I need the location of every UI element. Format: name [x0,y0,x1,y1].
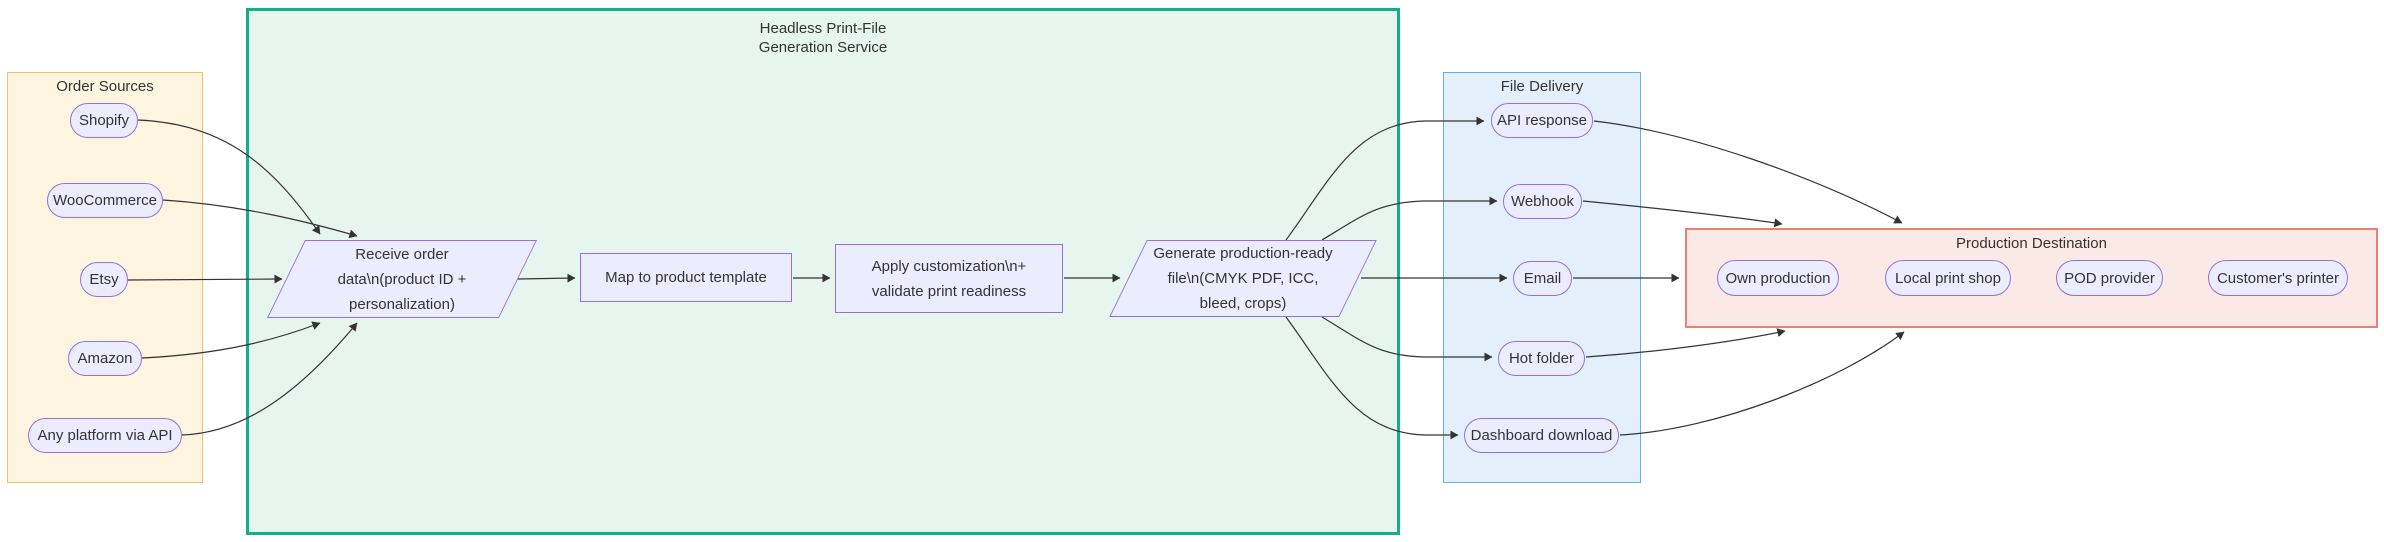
cluster-service-title-line1: Headless Print-File [759,20,887,37]
node-local-print-shop-label: Local print shop [1895,269,2001,287]
generate-line-3: bleed, crops) [1199,295,1287,312]
cluster-file-delivery-title: File Delivery [1500,78,1584,95]
node-amazon-label: Amazon [77,350,133,367]
edge-woocommerce-to-receive [162,199,358,239]
node-woocommerce: WooCommerce [47,183,163,218]
edge-dashboard-to-production [1619,331,1905,436]
node-local-print-shop: Local print shop [1885,260,2011,296]
edge-api-response-to-production [1593,120,1903,224]
edge-amazon-to-receive [141,321,321,359]
edge-generate-to-webhook [1321,196,1498,241]
edge-webhook-to-production [1582,200,1783,228]
node-hot-folder: Hot folder [1498,341,1585,376]
node-api-response: API response [1491,103,1593,138]
edge-anyplatform-to-receive [181,322,358,436]
node-own-production-label: Own production [1725,269,1831,287]
node-email: Email [1513,261,1572,296]
generate-line-1: Generate production-ready [1153,245,1333,262]
cluster-production-destination-title: Production Destination [1956,235,2107,252]
node-pod-provider: POD provider [2056,260,2163,296]
node-pod-provider-label: POD provider [2064,269,2155,287]
edge-etsy-to-receive [127,274,283,284]
node-receive-order-label: Receive order data\n(product ID + person… [286,240,518,318]
node-woocommerce-label: WooCommerce [53,192,157,209]
node-generate-file: Generate production-ready file\n(CMYK PD… [1109,240,1377,317]
node-email-label: Email [1523,270,1562,287]
node-webhook-label: Webhook [1510,193,1575,210]
node-dashboard-download-label: Dashboard download [1470,427,1613,444]
node-receive-order: Receive order data\n(product ID + person… [266,240,538,318]
apply-line-2: validate print readiness [871,282,1027,300]
node-etsy: Etsy [80,262,128,297]
node-hot-folder-label: Hot folder [1508,350,1575,367]
node-shopify-label: Shopify [78,112,130,129]
node-amazon: Amazon [68,341,142,376]
node-api-response-label: API response [1496,112,1588,129]
node-own-production: Own production [1717,260,1839,296]
cluster-service-title-line2: Generation Service [758,39,888,56]
node-map-template-label: Map to product template [605,269,767,286]
node-etsy-label: Etsy [89,271,119,288]
generate-line-2: file\n(CMYK PDF, ICC, [1167,270,1319,287]
receive-line-3: personalization) [349,295,455,313]
edge-generate-to-dashboard [1285,316,1459,440]
node-shopify: Shopify [70,103,138,138]
cluster-service-title: Headless Print-File Generation Service [249,19,1397,57]
apply-line-1: Apply customization\n+ [871,257,1027,275]
edge-generate-to-hot-folder [1321,316,1493,362]
edge-receive-to-map [517,273,576,283]
receive-line-2: data\n(product ID + [337,270,467,288]
edge-shopify-to-receive [137,119,321,235]
edge-hot-folder-to-production [1585,328,1786,358]
receive-line-1: Receive order [355,245,449,263]
node-customers-printer: Customer's printer [2208,260,2348,296]
cluster-order-sources-title: Order Sources [56,78,154,95]
node-generate-file-label: Generate production-ready file\n(CMYK PD… [1128,240,1358,317]
node-dashboard-download: Dashboard download [1464,418,1619,453]
node-map-template: Map to product template [580,253,792,302]
node-any-platform: Any platform via API [28,418,182,453]
node-webhook: Webhook [1503,184,1582,219]
node-apply-customization: Apply customization\n+ validate print re… [835,244,1063,313]
node-customers-printer-label: Customer's printer [2216,269,2340,287]
edge-generate-to-api-response [1285,116,1485,241]
node-any-platform-label: Any platform via API [37,427,173,444]
